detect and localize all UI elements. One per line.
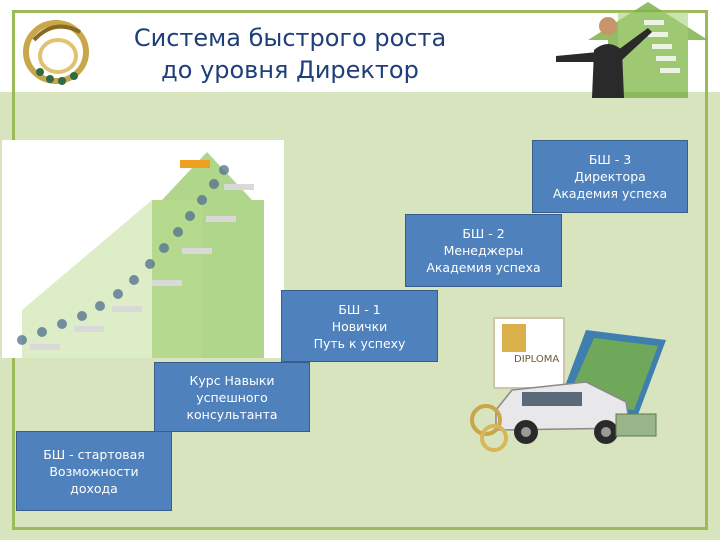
- step-start: БШ - стартовая Возможности дохода: [16, 431, 172, 511]
- career-staircase-illustration: [2, 140, 284, 358]
- logo-ring-icon: [23, 20, 89, 85]
- prizes-illustration: DIPLOMA: [470, 317, 666, 452]
- step-course: Курс Навыки успешного консультанта: [154, 362, 310, 432]
- step-bsh-2: БШ - 2 Менеджеры Академия успеха: [405, 214, 562, 287]
- diploma-label: DIPLOMA: [514, 354, 559, 365]
- success-man-illustration: [556, 2, 708, 98]
- step-bsh-1: БШ - 1 Новички Путь к успеху: [281, 290, 438, 362]
- page-title: Система быстрого роста до уровня Директо…: [133, 24, 447, 84]
- step-bsh-3: БШ - 3 Директора Академия успеха: [532, 140, 688, 213]
